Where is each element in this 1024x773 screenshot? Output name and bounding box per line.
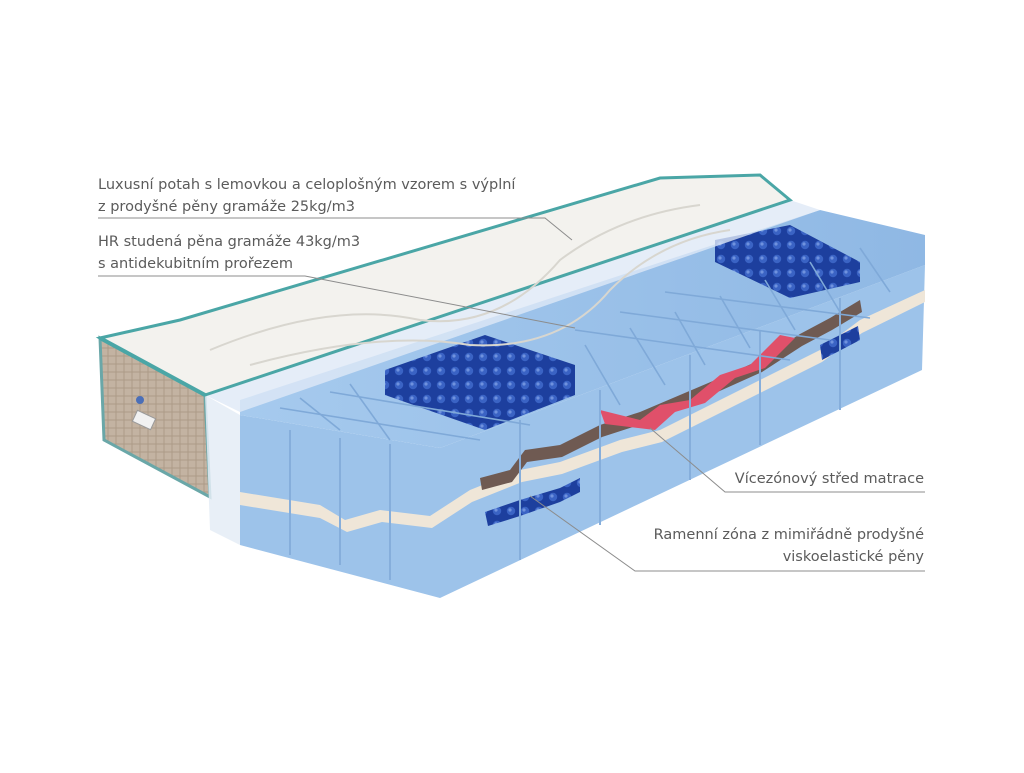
leader-hr-foam xyxy=(98,275,576,329)
egg-crate-shoulder xyxy=(385,335,575,430)
annotation-cover: Luxusní potah s lemovkou a celoplošným v… xyxy=(98,174,515,218)
leader-lines xyxy=(98,217,925,572)
leader-core xyxy=(649,427,925,493)
brand-tag xyxy=(136,396,144,404)
annotation-shoulder-line2: viskoelastické pěny xyxy=(782,549,924,565)
cover-edge-front xyxy=(99,336,206,397)
leader-cover xyxy=(98,217,573,241)
cover-quilting xyxy=(209,204,731,366)
annotation-core-line1: Vícezónový střed matrace xyxy=(734,471,924,487)
egg-crate-foot xyxy=(715,225,860,298)
brown-layer xyxy=(480,300,862,490)
cover-band-top xyxy=(205,200,820,412)
annotation-cover-line2: z prodyšné pěny gramáže 25kg/m3 xyxy=(98,199,355,215)
red-core xyxy=(600,335,795,430)
mattress-front-face xyxy=(240,265,925,598)
leader-shoulder xyxy=(529,495,925,572)
annotation-hr-foam: HR studená pěna gramáže 43kg/m3 s antide… xyxy=(98,231,360,275)
mattress-cover xyxy=(95,173,820,545)
egg-crate-lower xyxy=(485,478,580,526)
cream-layer xyxy=(240,290,925,532)
annotation-cover-line1: Luxusní potah s lemovkou a celoplošným v… xyxy=(98,177,516,193)
annotation-hr-foam-line1: HR studená pěna gramáže 43kg/m3 xyxy=(98,234,361,250)
annotation-shoulder-line1: Ramenní zóna z mimiřádně prodyšné xyxy=(653,527,924,543)
zipper-tab xyxy=(131,409,157,431)
mattress-top-surface xyxy=(240,210,925,448)
annotation-shoulder: Ramenní zóna z mimiřádně prodyšné viskoe… xyxy=(654,524,924,568)
annotation-hr-foam-line2: s antidekubitním prořezem xyxy=(98,256,294,272)
annotation-core: Vícezónový střed matrace xyxy=(735,468,924,490)
cover-band xyxy=(205,395,240,545)
